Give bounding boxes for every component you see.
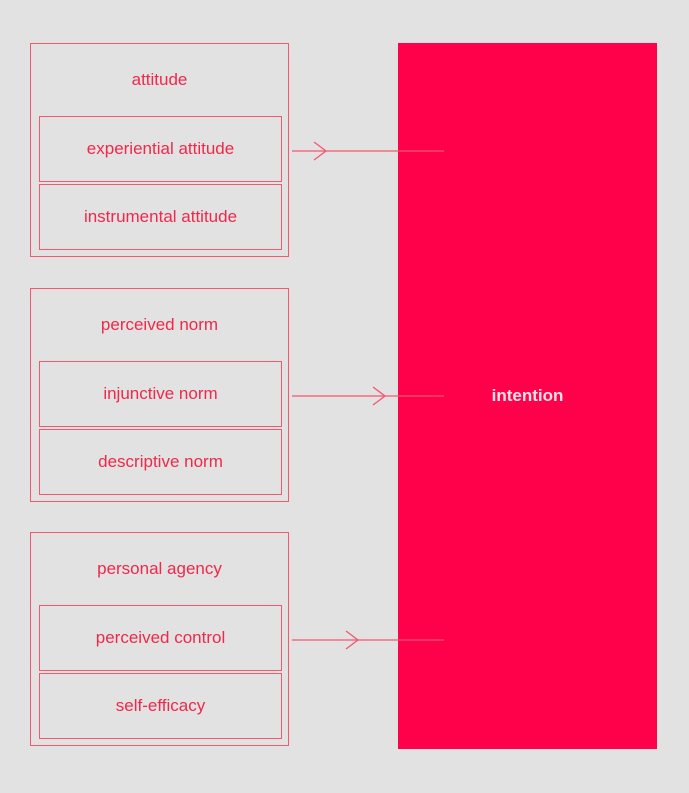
descriptive-norm-box: descriptive norm <box>39 429 282 495</box>
experiential-attitude-box: experiential attitude <box>39 116 282 182</box>
arrow-attitude-to-intention <box>292 141 444 161</box>
intention-label: intention <box>491 386 564 405</box>
arrow-agency-to-intention <box>292 630 444 650</box>
personal-agency-group: personal agency perceived control self-e… <box>30 532 289 746</box>
attitude-group: attitude experiential attitude instrumen… <box>30 43 289 257</box>
self-efficacy-box: self-efficacy <box>39 673 282 739</box>
arrow-norm-to-intention <box>292 386 444 406</box>
perceived-norm-group: perceived norm injunctive norm descripti… <box>30 288 289 502</box>
perceived-control-box: perceived control <box>39 605 282 671</box>
injunctive-norm-box: injunctive norm <box>39 361 282 427</box>
group-title-attitude: attitude <box>131 70 188 89</box>
instrumental-attitude-box: instrumental attitude <box>39 184 282 250</box>
group-title-personal-agency: personal agency <box>97 559 222 578</box>
group-title-perceived-norm: perceived norm <box>100 315 219 334</box>
